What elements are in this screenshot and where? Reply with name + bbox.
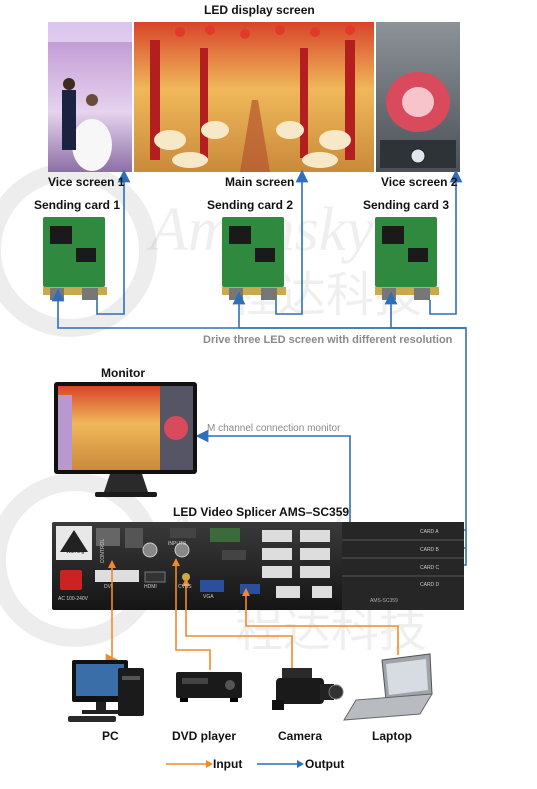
laptop-label: Laptop [372, 729, 412, 743]
splicer-ac-text: AC 100-240V [58, 596, 89, 602]
sending-card-1-board [43, 217, 107, 300]
vice-screen-1-image [48, 22, 132, 172]
monitor-label: Monitor [101, 366, 145, 380]
drive-note: Drive three LED screen with different re… [203, 334, 453, 346]
watermark-text-cn-2: 程达科技 [235, 604, 428, 657]
splicer-inputs-text: INPUTS [168, 541, 187, 547]
sending-card-2-board [222, 217, 286, 300]
splicer-label: LED Video Splicer AMS–SC359 [173, 505, 350, 519]
laptop-device [343, 653, 433, 721]
splicer-dvi-port-label: DVI [104, 584, 113, 590]
monitor-connection-note: M channel connection monitor [207, 423, 341, 434]
input-lines [112, 560, 399, 670]
legend-input-label: Input [213, 757, 243, 771]
splicer-hdmi-port-label: HDMI [144, 584, 157, 590]
dvd-player-device [176, 672, 242, 702]
legend-graphics [166, 760, 304, 768]
sending-card-2-label: Sending card 2 [207, 198, 294, 212]
splicer-control-text: CONTROL [100, 538, 107, 564]
input-arrowheads [108, 558, 250, 596]
splicer-warning-text: Warning [66, 549, 85, 555]
camera-label: Camera [278, 729, 323, 743]
splicer-cvbs-port-label: CVBS [178, 584, 192, 590]
sending-card-3-board [375, 217, 439, 300]
main-screen-label: Main screen [225, 175, 295, 189]
monitor-device [54, 382, 197, 497]
vice-screen-1-label: Vice screen 1 [48, 175, 125, 189]
sending-card-3-label: Sending card 3 [363, 198, 450, 212]
camera-device [272, 668, 344, 710]
splicer-device [52, 522, 464, 610]
pc-device [68, 660, 144, 722]
splicer-card-b-label: CARD B [420, 547, 439, 553]
splicer-card-d-label: CARD D [420, 582, 440, 588]
splicer-card-c-label: CARD C [420, 565, 440, 571]
legend-output-label: Output [305, 757, 345, 771]
diagram-title: LED display screen [204, 3, 315, 17]
pc-label: PC [102, 729, 119, 743]
splicer-vga-port-label: VGA [203, 594, 214, 600]
dvd-player-label: DVD player [172, 729, 237, 743]
vice-screen-2-image [376, 22, 460, 172]
splicer-card-a-label: CARD A [420, 529, 439, 535]
sending-card-1-label: Sending card 1 [34, 198, 121, 212]
splicer-model-strip: AMS-SC359 [370, 598, 398, 604]
vice-screen-2-label: Vice screen 2 [381, 175, 458, 189]
main-screen-image [134, 22, 374, 172]
